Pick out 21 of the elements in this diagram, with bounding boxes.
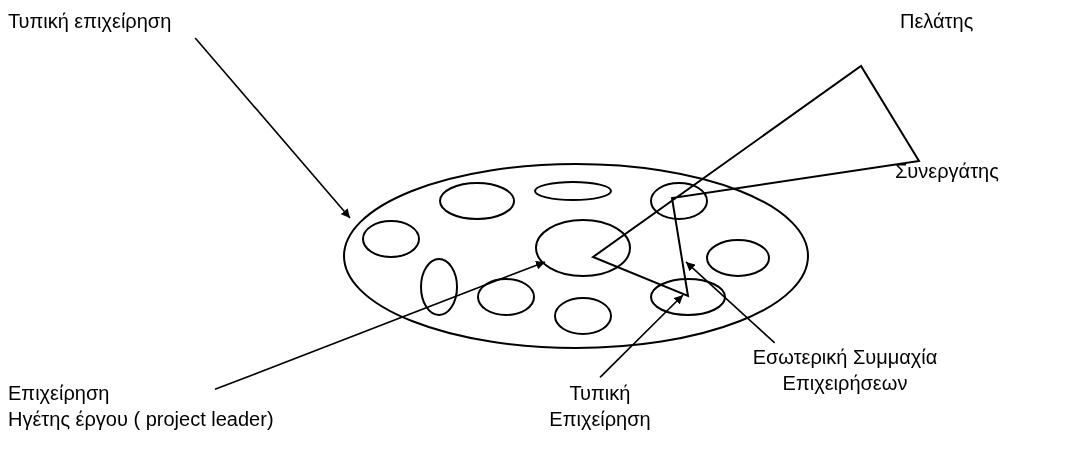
- callout-text: Επιχείρηση Ηγέτης έργου ( project leader): [8, 380, 308, 432]
- company-ellipse: [535, 219, 631, 277]
- vertex-label: Πελάτης: [900, 9, 974, 34]
- callout-text: Τυπική Επιχείρηση: [540, 380, 660, 432]
- company-ellipse: [420, 258, 458, 316]
- company-ellipse: [439, 182, 515, 220]
- company-ellipse: [477, 278, 535, 316]
- company-ellipse: [554, 297, 612, 335]
- company-ellipse: [362, 220, 420, 258]
- company-ellipse: [534, 181, 612, 201]
- vertex-label: Συνεργάτης: [895, 159, 999, 184]
- leader-arrow: [685, 261, 776, 344]
- group-ellipse: [343, 163, 809, 349]
- leader-arrow: [194, 37, 351, 219]
- company-ellipse: [706, 239, 770, 277]
- callout-text: Τυπική επιχείρηση: [8, 8, 188, 34]
- leader-arrow: [599, 294, 684, 379]
- leader-arrow: [214, 260, 546, 391]
- callout-text: Εσωτερική Συμμαχία Επιχειρήσεων: [750, 344, 940, 396]
- company-ellipse: [650, 182, 708, 220]
- company-ellipse: [650, 278, 726, 316]
